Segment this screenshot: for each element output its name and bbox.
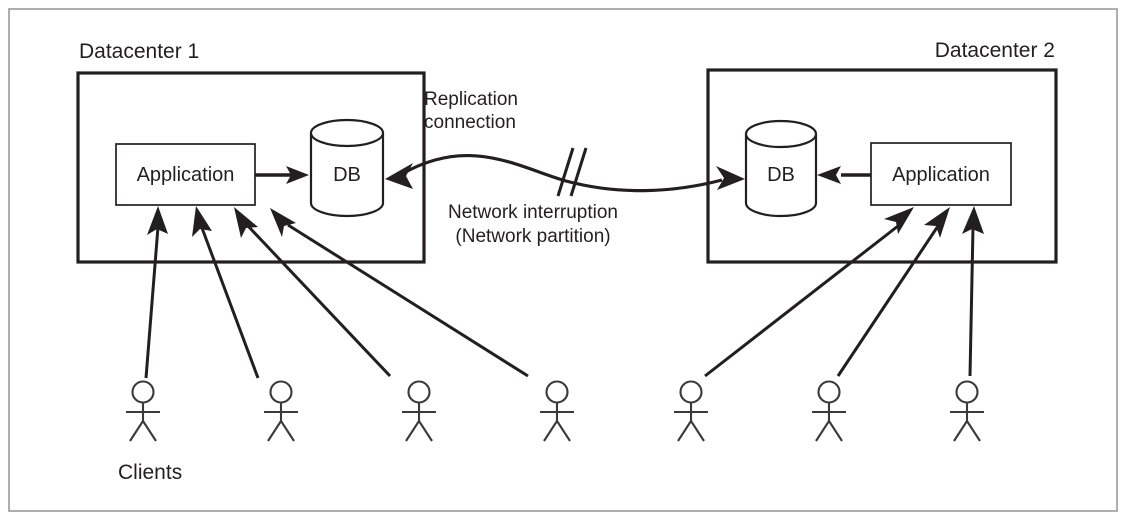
client-figures-right: [674, 380, 984, 442]
datacenter-1-label: Datacenter 1: [79, 40, 199, 63]
dc1-database-node: DB: [309, 118, 385, 218]
client-stick-figure-icon: [674, 380, 708, 442]
datacenter-1-boundary: [76, 71, 426, 264]
dc1-application-label: Application: [137, 164, 235, 186]
dc2-application-box: [870, 142, 1012, 206]
datacenter-2-label: Datacenter 2: [935, 39, 1055, 62]
network-interruption-label-line1: Network interruption: [448, 202, 618, 223]
dc1-db-cylinder-body: [309, 133, 385, 218]
dc2-application-label: Application: [892, 164, 990, 186]
clients-group-label: Clients: [118, 461, 182, 484]
right-client-arrows: [704, 206, 984, 378]
datacenter-2-boundary: [706, 68, 1058, 264]
dc2-db-label: DB: [767, 164, 795, 186]
replication-arrowhead-left: [385, 163, 413, 189]
replication-connection-line: [401, 153, 723, 193]
replication-connection-edge: Replication connection: [385, 89, 745, 193]
partition-slash-1: [556, 147, 575, 197]
dc2-db-cylinder-top: [744, 119, 818, 149]
dc2-database-node: DB: [744, 119, 818, 218]
left-client-arrows: [144, 206, 529, 379]
dc1-db-cylinder-top: [309, 118, 385, 148]
dc2-application-node: Application: [870, 142, 1012, 206]
client-stick-figure-icon: [126, 380, 160, 442]
dc1-application-box: [115, 143, 256, 206]
dc2-db-cylinder-body: [744, 134, 818, 218]
dc1-app-to-db-arrow: [255, 166, 309, 184]
replication-arrowhead-right: [716, 166, 745, 190]
replication-connection-label-line1: Replication: [424, 89, 518, 110]
dc1-db-label: DB: [333, 164, 361, 186]
client-stick-figure-icon: [950, 380, 984, 442]
datacenter-1-group: Datacenter 1 Application DB: [76, 40, 426, 264]
network-partition-marker: Network interruption (Network partition): [448, 147, 618, 247]
partition-slash-2: [569, 147, 588, 197]
client-stick-figure-icon: [812, 380, 846, 442]
client-stick-figure-icon: [540, 380, 574, 442]
replication-connection-label-line2: connection: [424, 112, 516, 133]
dc2-app-to-db-arrow: [817, 166, 871, 184]
network-interruption-label-line2: (Network partition): [455, 226, 610, 247]
dc1-application-node: Application: [115, 143, 256, 206]
client-figures-left: [126, 380, 574, 442]
client-stick-figure-icon: [264, 380, 298, 442]
figure-outer-frame: [8, 8, 1118, 512]
client-stick-figure-icon: [402, 380, 436, 442]
datacenter-2-group: Datacenter 2 DB Application: [706, 39, 1058, 264]
